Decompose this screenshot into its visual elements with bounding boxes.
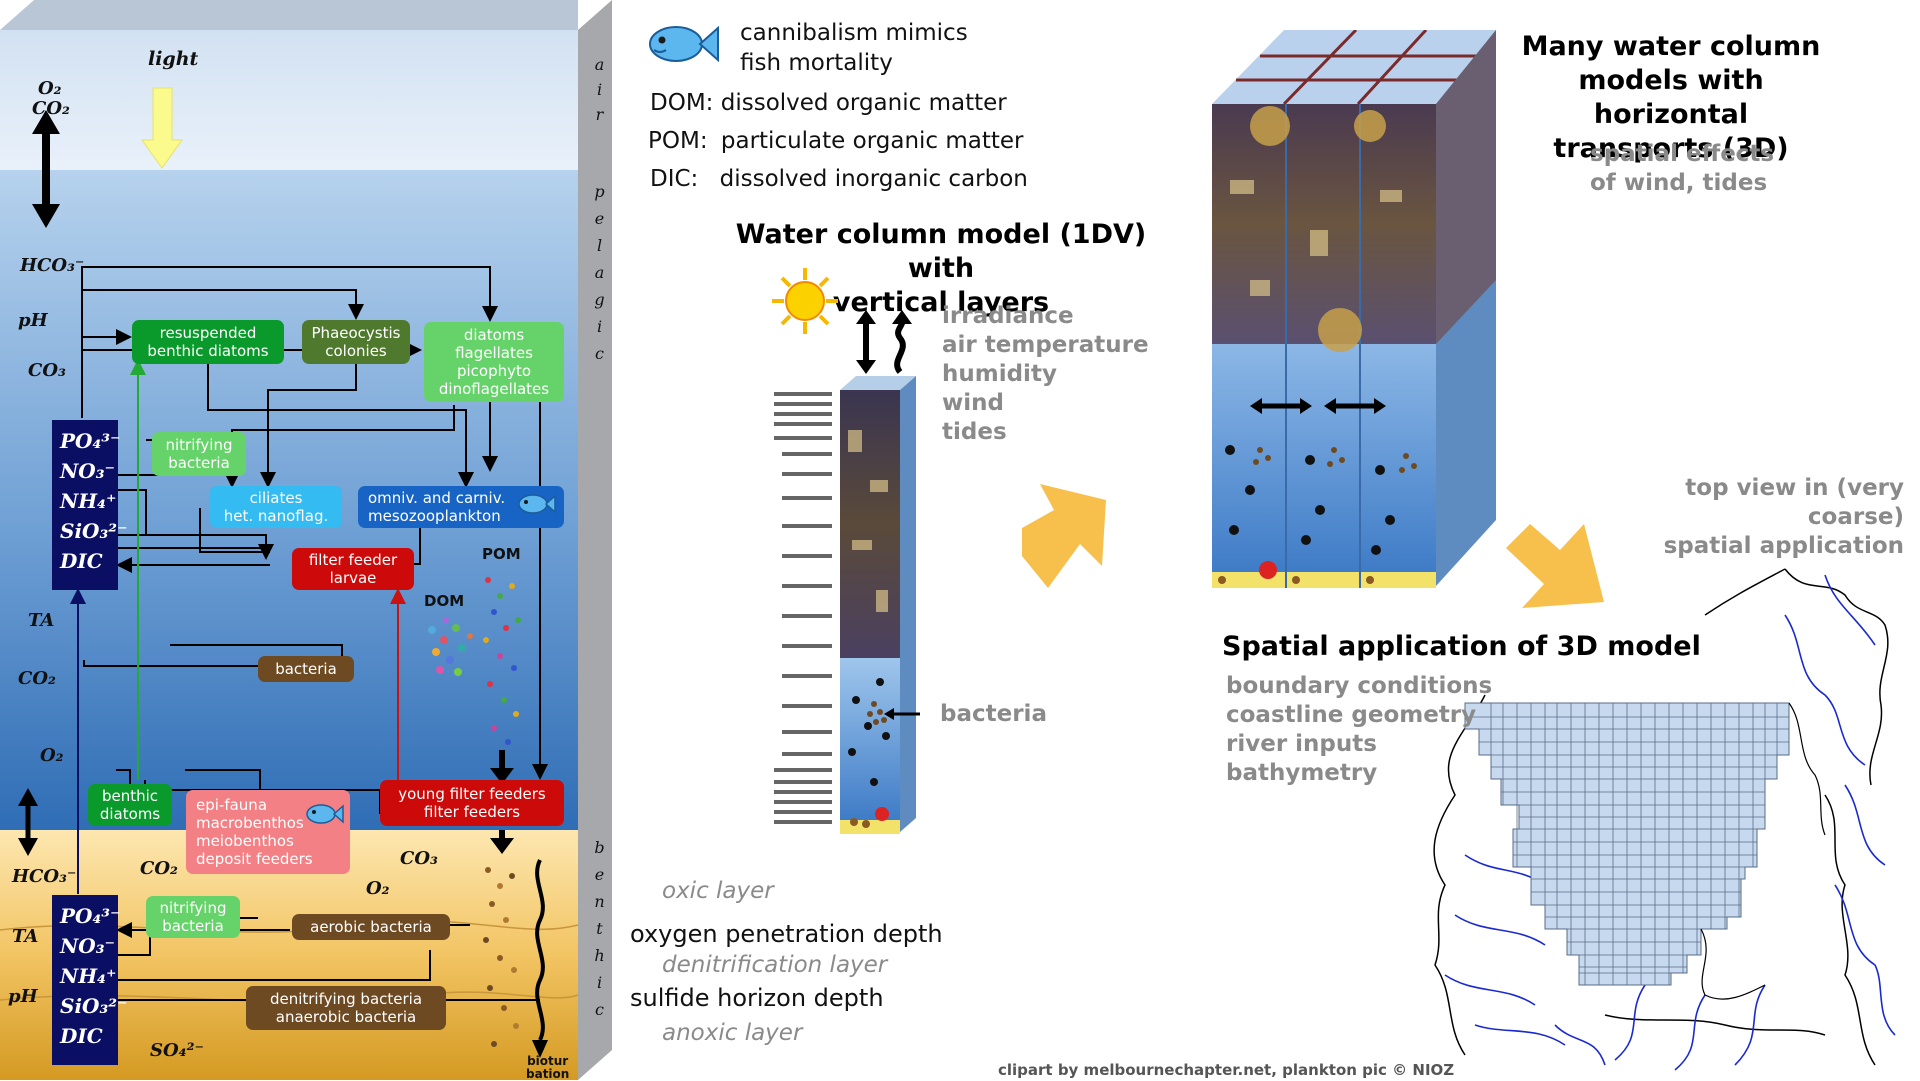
bacteria-column-label: bacteria bbox=[940, 701, 1047, 727]
nutrients-benthic-box: PO₄³⁻ NO₃⁻ NH₄⁺ SiO₃²⁻ DIC bbox=[52, 895, 128, 1065]
pom-label: POM bbox=[482, 545, 521, 563]
zone-air-label: air bbox=[590, 55, 609, 130]
co2-label: CO₂ bbox=[32, 98, 70, 119]
ta-bottom-label: TA bbox=[12, 926, 39, 947]
hco3-bottom-label: HCO₃⁻ bbox=[12, 866, 77, 887]
ph-top-label: pH bbox=[18, 310, 48, 331]
dom-legend: DOM: dissolved organic matter bbox=[650, 90, 1007, 116]
oxic-layer-label: oxic layer bbox=[662, 878, 774, 904]
zone-benthic-label: benthic bbox=[590, 838, 609, 1027]
benthic-diatoms-box: benthic diatoms bbox=[88, 784, 172, 826]
flow-arrow-icon bbox=[1022, 484, 1106, 588]
water-column-title: Water column model (1DV) with vertical l… bbox=[735, 219, 1147, 318]
nitrifying-bacteria-pelagic-box: nitrifying bacteria bbox=[152, 432, 246, 476]
top-view-label: top view in (very coarse) spatial applic… bbox=[1663, 475, 1904, 559]
denitrifying-bacteria-box: denitrifying bacteria anaerobic bacteria bbox=[246, 986, 446, 1030]
sulfide-horizon-label: sulfide horizon depth bbox=[630, 984, 884, 1012]
dom-particles bbox=[428, 617, 473, 676]
epifauna-box: epi-fauna macrobenthos meiobenthos depos… bbox=[186, 790, 350, 874]
dic-legend: DIC: dissolved inorganic carbon bbox=[650, 166, 1028, 192]
model-grid bbox=[1464, 702, 1790, 986]
phaeocystis-box: Phaeocystis colonies bbox=[302, 320, 410, 364]
diatoms-flagellates-box: diatoms flagellates picophyto dinoflagel… bbox=[424, 322, 564, 402]
resuspended-benthic-diatoms-box: resuspended benthic diatoms bbox=[132, 320, 284, 364]
spatial-title: Spatial application of 3D model bbox=[1222, 631, 1701, 662]
fish-icon bbox=[518, 494, 556, 514]
fish-icon bbox=[649, 25, 719, 63]
water-column-model bbox=[774, 376, 920, 834]
co3-sed-label: CO₃ bbox=[400, 848, 438, 869]
filter-feeder-larvae-box: filter feeder larvae bbox=[292, 548, 414, 590]
sediment-particles bbox=[483, 867, 519, 1047]
flow-arrow-icon bbox=[1506, 524, 1604, 608]
spatial-items: boundary conditions coastline geometry r… bbox=[1226, 673, 1493, 786]
nitrifying-bacteria-benthic-box: nitrifying bacteria bbox=[146, 896, 240, 938]
so4-label: SO₄²⁻ bbox=[150, 1040, 204, 1061]
fish-legend-text: cannibalism mimics fish mortality bbox=[740, 20, 968, 76]
credit-text: clipart by melbournechapter.net, plankto… bbox=[998, 1061, 1455, 1079]
o2-label: O₂ bbox=[38, 78, 62, 99]
forcing-list: irradiance air temperature humidity wind… bbox=[942, 303, 1149, 445]
bioturbation-label: biotur bation bbox=[526, 1054, 570, 1081]
ta-mid-label: TA bbox=[28, 610, 55, 631]
ciliates-box: ciliates het. nanoflag. bbox=[210, 486, 342, 528]
ph-bottom-label: pH bbox=[8, 986, 38, 1007]
young-filter-feeders-box: young filter feeders filter feeders bbox=[380, 780, 564, 826]
model-3d-block bbox=[1212, 30, 1496, 588]
pom-legend: POM: particulate organic matter bbox=[648, 128, 1024, 154]
sun-icon bbox=[772, 268, 838, 334]
oxygen-penetration-label: oxygen penetration depth bbox=[630, 920, 943, 948]
co2-mid-label: CO₂ bbox=[18, 668, 56, 689]
light-label: light bbox=[148, 48, 199, 70]
o2-sed-label: O₂ bbox=[366, 878, 390, 899]
co2-sed-label: CO₂ bbox=[140, 858, 178, 879]
anoxic-layer-label: anoxic layer bbox=[662, 1020, 803, 1046]
zone-pelagic-label: pelagic bbox=[590, 182, 609, 371]
denitrification-layer-label: denitrification layer bbox=[662, 952, 888, 978]
exchange-arrows-icon bbox=[856, 310, 912, 374]
o2-mid-label: O₂ bbox=[40, 745, 64, 766]
model-3d-title: Many water column models with horizontal… bbox=[1521, 31, 1821, 164]
ecosystem-diagram: air pelagic benthic light O₂ CO₂ HCO₃⁻ p… bbox=[0, 0, 622, 1081]
bacteria-pelagic-box: bacteria bbox=[258, 656, 354, 682]
aerobic-bacteria-box: aerobic bacteria bbox=[292, 914, 450, 940]
pom-particles bbox=[483, 577, 521, 745]
spatial-map bbox=[1433, 568, 1896, 1071]
co3-top-label: CO₃ bbox=[28, 360, 66, 381]
nutrients-pelagic-box: PO₄³⁻ NO₃⁻ NH₄⁺ SiO₃²⁻ DIC bbox=[52, 420, 128, 590]
model-3d-subtitle: spatial effects of wind, tides bbox=[1590, 141, 1775, 196]
dom-label: DOM bbox=[424, 592, 465, 610]
fish-icon bbox=[306, 804, 344, 824]
hco3-top-label: HCO₃⁻ bbox=[20, 255, 85, 276]
